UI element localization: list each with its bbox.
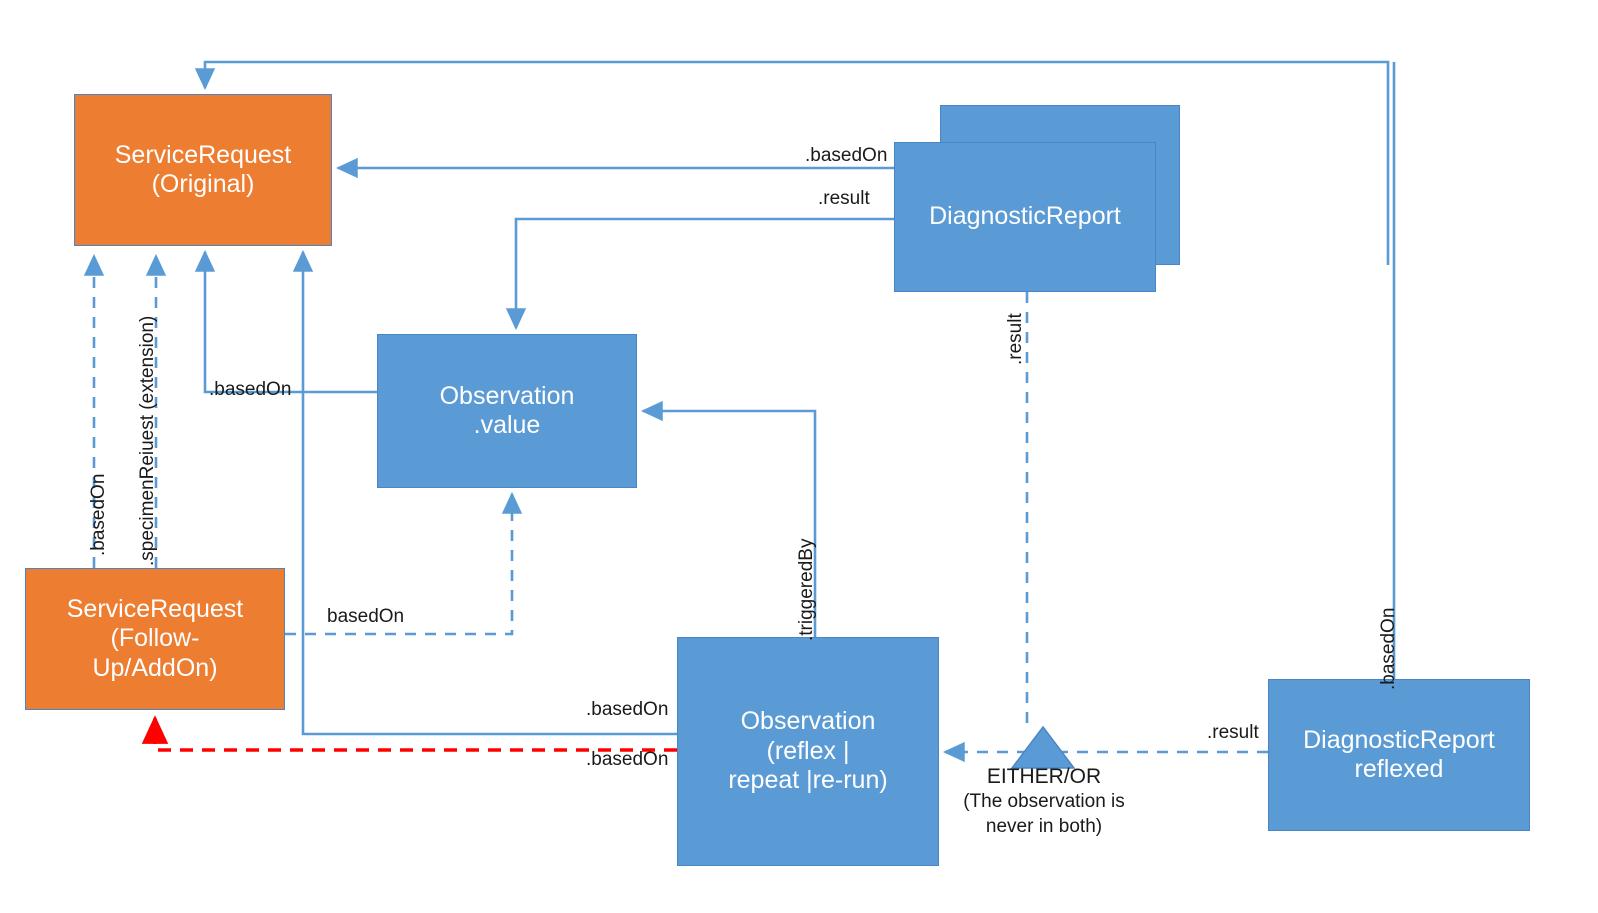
edge-obsvalue-basedon-original — [194, 249, 377, 394]
node-diagnostic-report[interactable]: DiagnosticReport — [894, 142, 1156, 292]
either-or-triangle — [1010, 725, 1076, 769]
label-result-dr: .result — [818, 188, 870, 209]
node-label-line: DiagnosticReport — [929, 202, 1121, 231]
label-basedon-left-vert: .basedOn — [88, 473, 109, 556]
node-service-request-followup[interactable]: ServiceRequest (Follow- Up/AddOn) — [25, 568, 285, 710]
edge-reflexobs-basedon-original — [292, 249, 677, 736]
label-result-vertical: .result — [1005, 313, 1026, 365]
node-label-line: Up/AddOn) — [92, 653, 218, 682]
either-or-line2: never in both) — [985, 815, 1103, 837]
label-triggeredby-vert: .triggeredBy — [796, 538, 817, 641]
label-result-reflexed: .result — [1207, 722, 1259, 743]
label-basedon-reflex-solid: .basedOn — [586, 699, 669, 720]
either-or-annotation: EITHER/OR (The observation is never in b… — [940, 763, 1148, 840]
node-label-line: Observation — [740, 707, 876, 736]
node-label-line: (reflex | — [766, 736, 850, 765]
node-label-line: DiagnosticReport — [1303, 725, 1495, 754]
edge-reflexobs-triggeredby — [640, 400, 817, 637]
node-label-line: repeat |re-run) — [728, 766, 888, 795]
node-label-line: reflexed — [1354, 755, 1444, 783]
node-diagnostic-report-reflexed[interactable]: DiagnosticReport reflexed — [1268, 679, 1530, 831]
edge-dr-result-obsvalue — [505, 217, 894, 331]
edge-followup-basedon-obsvalue — [285, 491, 523, 636]
label-basedon-obsvalue: .basedOn — [209, 379, 292, 400]
either-or-line1: (The observation is — [963, 791, 1125, 813]
label-basedon-reflex-red: .basedOn — [586, 749, 669, 770]
node-observation-value[interactable]: Observation .value — [377, 334, 637, 488]
node-label-line: .value — [473, 411, 541, 439]
node-label-line: ServiceRequest — [66, 594, 244, 623]
node-label-line: (Original) — [151, 170, 255, 198]
node-label-line: (Follow- — [110, 624, 200, 653]
node-observation-reflex[interactable]: Observation (reflex | repeat |re-run) — [677, 637, 939, 866]
node-service-request-original[interactable]: ServiceRequest (Original) — [74, 94, 332, 246]
label-specimenrequest-vert: .specimenReiuest (extension) — [137, 315, 158, 566]
edge-drback-basedon-original-top — [194, 60, 1390, 265]
label-basedon-right-vert: .basedOn — [1378, 607, 1399, 690]
either-or-heading: EITHER/OR — [986, 765, 1102, 788]
node-label-line: ServiceRequest — [114, 140, 292, 169]
label-basedon-dr-top: .basedOn — [805, 145, 888, 166]
node-label-line: Observation — [439, 381, 575, 410]
label-basedon-followup: basedOn — [327, 606, 405, 627]
